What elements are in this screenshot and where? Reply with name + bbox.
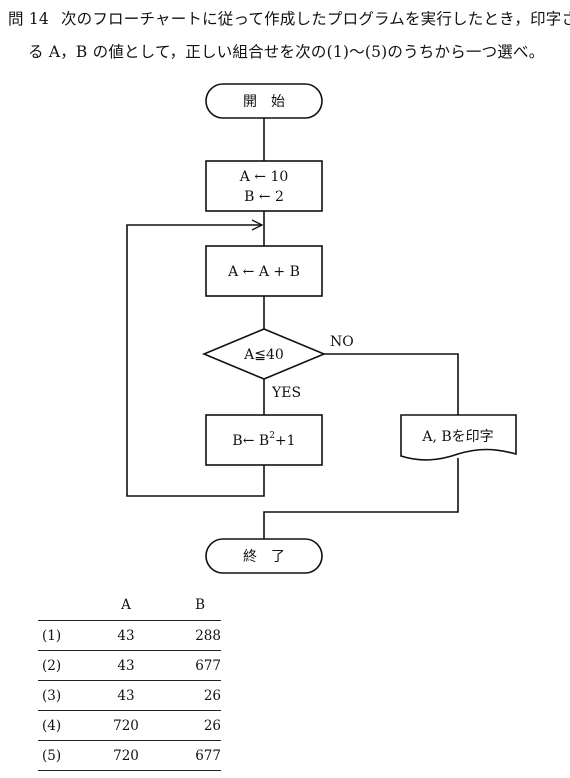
choice-label: (1) (38, 620, 92, 651)
table-row: (5) 720 677 (38, 740, 221, 771)
update-a-box (205, 245, 323, 297)
choice-b-value: 288 (160, 620, 221, 651)
table-header-b: B (195, 597, 205, 613)
flow-connectors (126, 118, 459, 539)
table-row: (1) 43 288 (38, 620, 221, 651)
condition-diamond (201, 328, 327, 380)
table-row: (4) 720 26 (38, 710, 221, 741)
choice-b-value: 26 (160, 680, 221, 711)
print-label: A, Bを印字 (421, 429, 493, 445)
question-text-1: 次のフローチャートに従って作成したプログラムを実行したとき，印字され (60, 10, 570, 28)
choice-label: (2) (38, 650, 92, 681)
end-terminal (205, 538, 323, 574)
choice-a-value: 43 (92, 650, 160, 681)
choice-b-value: 26 (160, 710, 221, 741)
choice-label: (4) (38, 710, 92, 741)
choice-label: (5) (38, 740, 92, 771)
end-label: 終 了 (243, 549, 285, 565)
table-header-a: A (121, 597, 131, 613)
table-row: (2) 43 677 (38, 650, 221, 681)
choice-b-value: 677 (160, 650, 221, 681)
connector-no (324, 353, 459, 415)
start-terminal (205, 83, 323, 119)
update-b-prefix: B← B (232, 433, 269, 449)
connector-print-end (263, 458, 459, 539)
loop-back-arrow (126, 225, 265, 497)
table-header-choice (38, 590, 92, 621)
question-line-2: る A，B の値として，正しい組合せを次の(1)〜(5)のうちから一つ選べ。 (28, 43, 545, 61)
update-b-label: B← B2+1 (232, 431, 295, 449)
init-process-box (205, 160, 323, 212)
choice-a-value: 720 (92, 710, 160, 741)
no-label: NO (330, 334, 354, 350)
question-line-1: 問 14 次のフローチャートに従って作成したプログラムを実行したとき，印字され (8, 7, 570, 29)
init-b-label: B ← 2 (244, 189, 284, 205)
update-b-suffix: +1 (275, 433, 296, 449)
update-b-box (205, 414, 323, 466)
update-b-superscript: 2 (269, 431, 275, 441)
init-a-label: A ← 10 (239, 169, 289, 185)
choice-a-value: 43 (92, 620, 160, 651)
start-label: 開 始 (243, 94, 285, 110)
choice-a-value: 720 (92, 740, 160, 771)
choice-label: (3) (38, 680, 92, 711)
table-header-row: A B (38, 590, 221, 621)
update-a-label: A ← A + B (227, 264, 300, 280)
flowchart: 開 始 A ← 10 B ← 2 A ← A + B A≦40 NO YES B… (126, 83, 517, 574)
table-row: (3) 43 26 (38, 680, 221, 711)
yes-label: YES (271, 385, 301, 401)
question-number: 問 14 (8, 10, 49, 28)
print-document-shape (400, 414, 517, 461)
answer-choices-table: A B (1) 43 288 (2) 43 677 (3) 43 26 (4) … (38, 590, 221, 771)
choice-a-value: 43 (92, 680, 160, 711)
choice-b-value: 677 (160, 740, 221, 771)
condition-label: A≦40 (243, 347, 284, 363)
